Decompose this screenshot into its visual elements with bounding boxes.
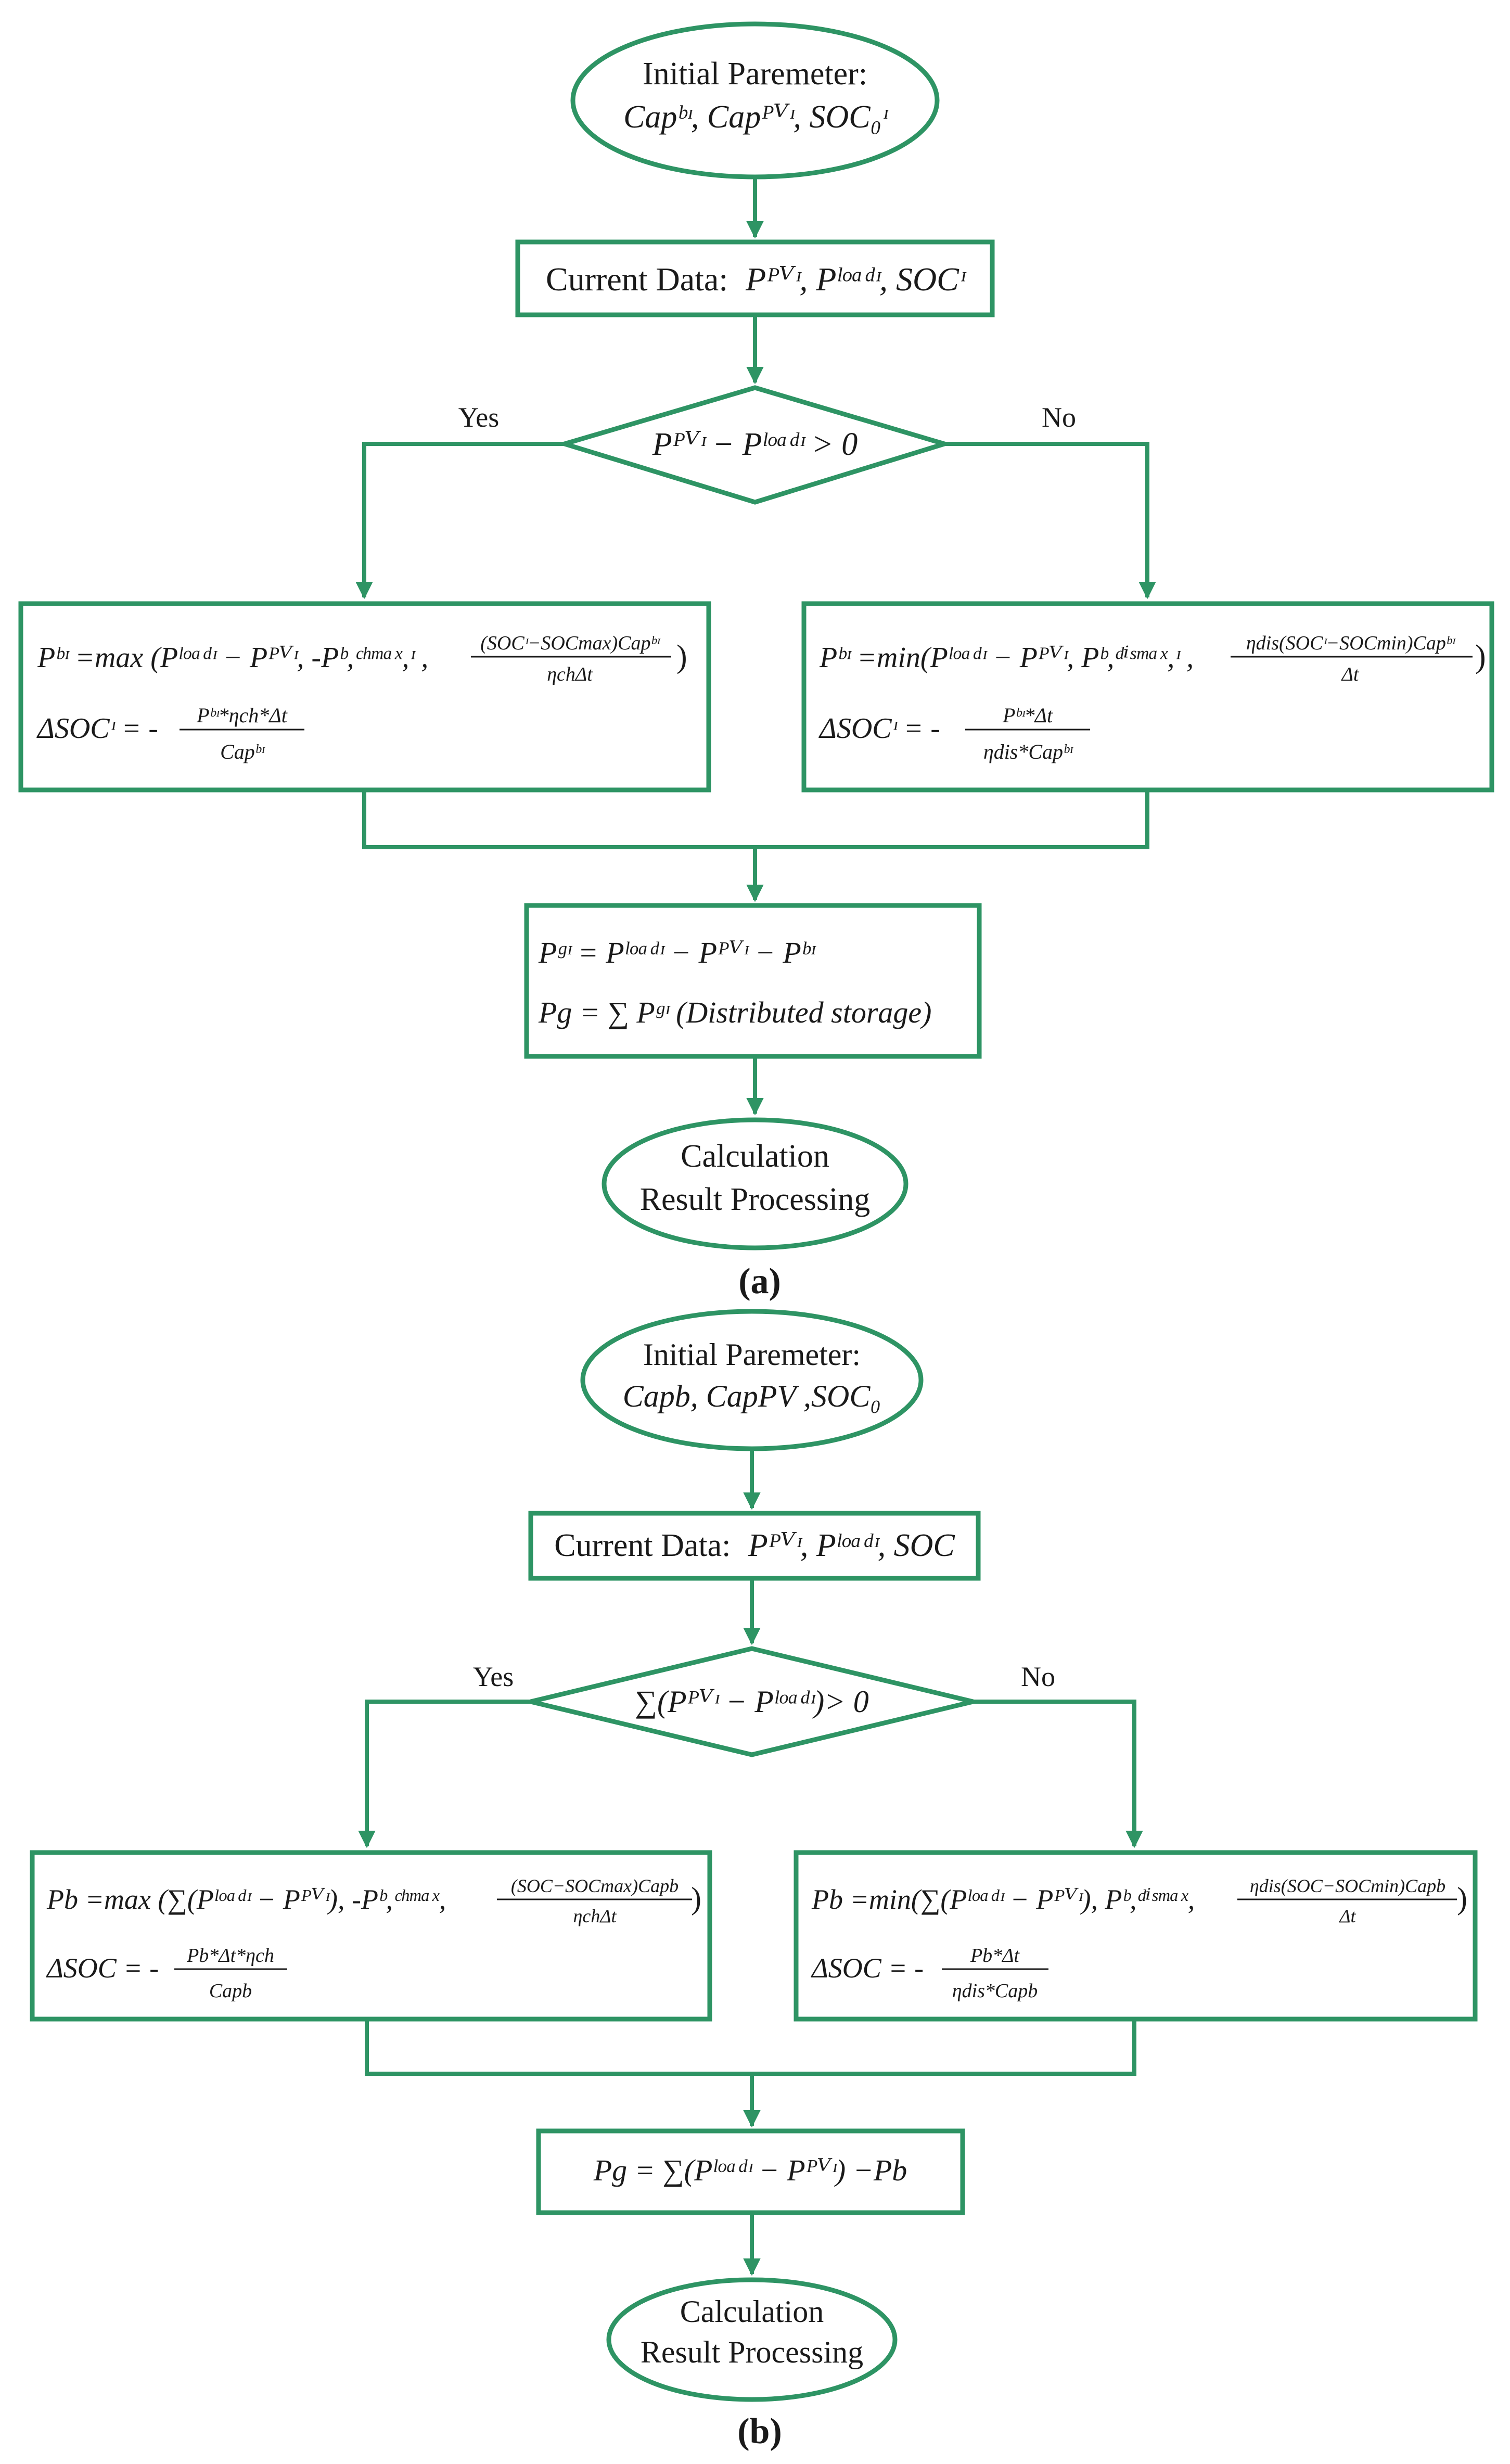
current-data-label-b: Current Data:	[554, 1528, 731, 1563]
discharge-frac2-den-b: ηdis*Capb	[952, 1980, 1038, 2002]
grid-power-node-a: Pᵍᶦ = Pˡᵒᵃᵈᶦ − Pᴾⱽᶦ − Pᵇᶦ Pg = ∑ Pᵍᶦ (Di…	[524, 903, 982, 1059]
charge-equation-line1-b: Pb =max (∑(Pˡᵒᵃᵈᶦ − Pᴾⱽᶦ), -Pᵇ,ᶜʰᵐᵃˣ,	[46, 1884, 446, 1915]
panel-a: Initial Paremeter: Capᵇᶦ, Capᴾⱽᶦ, SOC₀ᶦ …	[18, 21, 1494, 1301]
discharge-process-node-b: Pb =min(∑(Pˡᵒᵃᵈᶦ − Pᴾⱽᶦ), Pᵇ,ᵈⁱˢᵐᵃˣ, ηdi…	[794, 1850, 1478, 2022]
current-data-node-a: Current Data: Pᴾⱽᶦ, Pˡᵒᵃᵈᶦ, SOCᶦ	[515, 239, 995, 317]
decision-equation-b: ∑(Pᴾⱽᶦ − Pˡᵒᵃᵈᶦ)> 0	[635, 1684, 869, 1719]
arrow-decision-no-b	[973, 1700, 1143, 1848]
arrow-decision-no-a	[944, 442, 1156, 599]
merge-line-a	[362, 790, 1149, 849]
charge-process-node-a: Pᵇᶦ =max (Pˡᵒᵃᵈᶦ − Pᴾⱽᶦ, -Pᵇ,ᶜʰᵐᵃˣ,ᶦ , (…	[18, 601, 711, 793]
charge-process-box-b	[30, 1850, 712, 2022]
discharge-equation-line1-b: Pb =min(∑(Pˡᵒᵃᵈᶦ − Pᴾⱽᶦ), Pᵇ,ᵈⁱˢᵐᵃˣ,	[811, 1884, 1195, 1915]
current-data-box-a	[515, 239, 995, 317]
start-ellipse-b	[580, 1309, 924, 1451]
charge-equation-line2-a: ΔSOCᶦ = -	[36, 712, 158, 745]
discharge-frac1-num-b: ηdis(SOC−SOCmin)Capb	[1250, 1875, 1445, 1896]
decision-diamond-b	[530, 1646, 974, 1757]
end-line2-a: Result Processing	[640, 1182, 871, 1217]
start-equation-a: Capᵇᶦ, Capᴾⱽᶦ, SOC₀ᶦ	[623, 99, 889, 135]
grid-power-line1-a: Pᵍᶦ = Pˡᵒᵃᵈᶦ − Pᴾⱽᶦ − Pᵇᶦ	[538, 936, 816, 969]
start-node-a: Initial Paremeter: Capᵇᶦ, Capᴾⱽᶦ, SOC₀ᶦ	[570, 21, 940, 180]
end-line2-b: Result Processing	[641, 2335, 863, 2369]
charge-equation-line2-b: ΔSOC = -	[46, 1952, 159, 1984]
no-label-a: No	[1042, 402, 1076, 433]
decision-node-a: Pᴾⱽᶦ − Pˡᵒᵃᵈᶦ > 0 Yes No	[458, 385, 1076, 505]
discharge-close-paren-a: )	[1475, 639, 1486, 674]
discharge-frac1-num-a: ηdis(SOCᶦ−SOCmin)Capᵇᶦ	[1246, 632, 1456, 654]
charge-process-node-b: Pb =max (∑(Pˡᵒᵃᵈᶦ − Pᴾⱽᶦ), -Pᵇ,ᶜʰᵐᵃˣ, (S…	[30, 1850, 712, 2022]
start-equation-b: Capb, CapPV ,SOC₀	[623, 1379, 881, 1413]
grid-power-node-b: Pg = ∑(Pˡᵒᵃᵈᶦ − Pᴾⱽᶦ) −Pb	[536, 2128, 965, 2215]
end-node-a: Calculation Result Processing	[602, 1117, 908, 1250]
discharge-equation-line2-b: ΔSOC = -	[811, 1952, 924, 1984]
start-title-b: Initial Paremeter:	[643, 1337, 861, 1372]
grid-power-line2-a: Pg = ∑ Pᵍᶦ (Distributed storage)	[538, 995, 931, 1029]
grid-power-box-a	[524, 903, 982, 1059]
merge-line-b	[365, 2019, 1136, 2076]
yes-label-b: Yes	[473, 1661, 514, 1692]
charge-frac1-num-a: (SOCᶦ−SOCmax)Capᵇᶦ	[480, 632, 660, 654]
discharge-equation-line1-a: Pᵇᶦ =min(Pˡᵒᵃᵈᶦ − Pᴾⱽᶦ, Pᵇ,ᵈⁱˢᵐᵃˣ,ᶦ ,	[819, 642, 1194, 674]
discharge-equation-line2-a: ΔSOCᶦ = -	[818, 712, 940, 745]
end-node-b: Calculation Result Processing	[606, 2277, 898, 2402]
decision-node-b: ∑(Pᴾⱽᶦ − Pˡᵒᵃᵈᶦ)> 0 Yes No	[473, 1646, 1055, 1757]
current-data-node-b: Current Data: Pᴾⱽᶦ, Pˡᵒᵃᵈᶦ, SOC	[528, 1511, 981, 1581]
charge-close-paren-a: )	[676, 639, 687, 674]
yes-label-a: Yes	[458, 402, 500, 433]
end-line1-a: Calculation	[681, 1139, 829, 1174]
charge-frac2-den-b: Capb	[209, 1980, 252, 2002]
charge-frac1-num-b: (SOC−SOCmax)Capb	[511, 1875, 679, 1896]
connectors-a	[355, 177, 1156, 1116]
current-data-text-b: Current Data: Pᴾⱽᶦ, Pˡᵒᵃᵈᶦ, SOC	[554, 1528, 955, 1563]
start-ellipse-a	[570, 21, 940, 180]
discharge-frac1-den-a: Δt	[1341, 663, 1360, 685]
grid-power-box-b	[536, 2128, 965, 2215]
arrow-decision-yes-b	[358, 1700, 531, 1848]
no-label-b: No	[1021, 1661, 1055, 1692]
discharge-close-paren-b: )	[1457, 1881, 1467, 1916]
arrow-decision-yes-a	[355, 442, 565, 599]
discharge-process-box-a	[801, 601, 1494, 793]
charge-close-paren-b: )	[691, 1881, 701, 1916]
panel-b: Initial Paremeter: Capb, CapPV ,SOC₀ Cur…	[30, 1309, 1478, 2452]
discharge-frac1-den-b: Δt	[1338, 1906, 1356, 1926]
end-line1-b: Calculation	[680, 2294, 824, 2329]
current-data-box-b	[528, 1511, 981, 1581]
start-node-b: Initial Paremeter: Capb, CapPV ,SOC₀	[580, 1309, 924, 1451]
decision-equation-a: Pᴾⱽᶦ − Pˡᵒᵃᵈᶦ > 0	[652, 427, 858, 462]
discharge-frac2-den-a: ηdis*Capᵇᶦ	[983, 740, 1074, 763]
charge-frac2-den-a: Capᵇᶦ	[220, 740, 265, 763]
discharge-frac2-num-a: Pᵇᶦ*Δt	[1002, 704, 1053, 727]
discharge-process-box-b	[794, 1850, 1478, 2022]
current-data-equation-b: Pᴾⱽᶦ, Pˡᵒᵃᵈᶦ, SOC	[748, 1528, 955, 1563]
discharge-frac2-num-b: Pb*Δt	[970, 1945, 1020, 1967]
charge-frac1-den-a: ηchΔt	[547, 663, 593, 685]
current-data-equation-a: Pᴾⱽᶦ, Pˡᵒᵃᵈᶦ, SOCᶦ	[745, 261, 967, 298]
charge-frac2-num-a: Pᵇᶦ*ηch*Δt	[196, 704, 288, 727]
start-title-a: Initial Paremeter:	[643, 56, 867, 92]
caption-a: (a)	[738, 1261, 781, 1301]
charge-equation-line1-a: Pᵇᶦ =max (Pˡᵒᵃᵈᶦ − Pᴾⱽᶦ, -Pᵇ,ᶜʰᵐᵃˣ,ᶦ ,	[37, 642, 428, 674]
discharge-process-node-a: Pᵇᶦ =min(Pˡᵒᵃᵈᶦ − Pᴾⱽᶦ, Pᵇ,ᵈⁱˢᵐᵃˣ,ᶦ , ηd…	[801, 601, 1494, 793]
caption-b: (b)	[737, 2411, 782, 2452]
connectors-b	[358, 1449, 1143, 2276]
grid-power-line1-b: Pg = ∑(Pˡᵒᵃᵈᶦ − Pᴾⱽᶦ) −Pb	[593, 2153, 907, 2187]
charge-process-box-a	[18, 601, 711, 793]
current-data-label-a: Current Data:	[546, 261, 728, 298]
end-ellipse-b	[606, 2277, 898, 2402]
current-data-text-a: Current Data: Pᴾⱽᶦ, Pˡᵒᵃᵈᶦ, SOCᶦ	[546, 261, 967, 298]
decision-diamond-a	[556, 385, 953, 505]
end-ellipse-a	[602, 1117, 908, 1250]
charge-frac1-den-b: ηchΔt	[573, 1906, 617, 1926]
charge-frac2-num-b: Pb*Δt*ηch	[186, 1945, 274, 1967]
